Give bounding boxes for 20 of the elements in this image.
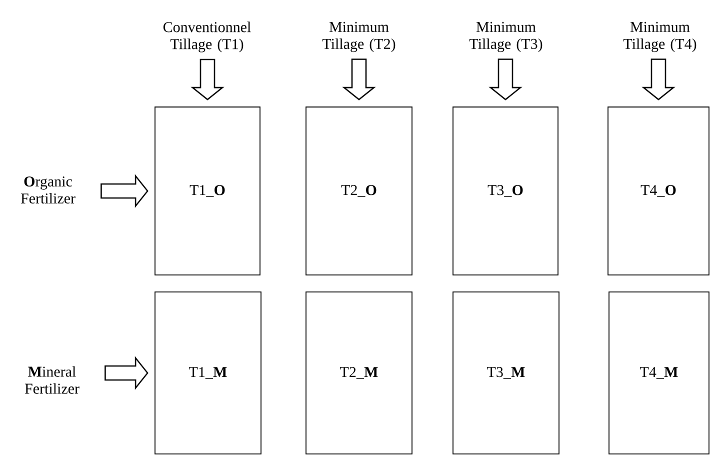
plot-box: T4_O	[608, 106, 710, 276]
plot-box: T2_M	[306, 292, 412, 454]
plot-box: T3_O	[452, 106, 558, 276]
block-arrow	[342, 58, 376, 100]
plot-box: T4_M	[608, 292, 710, 454]
block-arrow	[104, 356, 148, 390]
block-arrow	[642, 58, 676, 100]
block-arrow	[100, 174, 148, 208]
column-heading: Conventionnel Tillage (T1)	[163, 22, 251, 52]
column-heading: Minimum Tillage (T3)	[469, 22, 542, 52]
plot-box: T3_M	[452, 292, 560, 454]
column-heading: Minimum Tillage (T2)	[322, 22, 396, 52]
column-heading: Minimum Tillage (T4)	[623, 22, 696, 52]
plot-box: T1_M	[154, 292, 262, 454]
plot-box: T2_O	[306, 106, 412, 276]
plot-box: T1_O	[154, 106, 260, 276]
row-heading: Mineral Fertilizer	[24, 366, 80, 394]
block-arrow	[488, 58, 522, 100]
block-arrow	[190, 58, 224, 100]
row-heading: Organic Fertilizer	[20, 176, 76, 204]
